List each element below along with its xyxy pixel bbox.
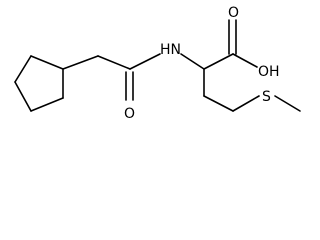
- acyl-chain: [62, 53, 161, 101]
- n-to-alpha-bond: [180, 53, 205, 70]
- side-chain-to-s-bond: [232, 95, 260, 112]
- alpha-to-acid-bond: [203, 53, 234, 70]
- amide-oxygen-label: O: [124, 106, 135, 122]
- acid-carbonyl-oxygen-label: O: [228, 5, 239, 21]
- amino-acid-backbone: [180, 19, 301, 112]
- ring-bond: [14, 81, 32, 112]
- sulfur-label: S: [262, 89, 271, 105]
- side-chain-bond: [203, 95, 234, 112]
- cyclopentane-ring: [14, 55, 64, 112]
- hydroxyl-label: OH: [258, 64, 280, 80]
- ring-bond: [14, 55, 32, 83]
- ring-bond: [30, 97, 64, 112]
- ring-bond: [30, 55, 64, 70]
- acid-to-oh-bond: [232, 53, 258, 68]
- amide-nitrogen-label: HN: [160, 42, 181, 58]
- molecule-drawing: HN O O OH S: [14, 5, 301, 122]
- s-to-methyl-bond: [274, 95, 301, 112]
- structure-diagram: HN O O OH S: [14, 5, 301, 122]
- ch2-to-carbonyl-bond: [97, 55, 131, 70]
- ring-to-ch2-bond: [62, 55, 99, 70]
- carbonyl-to-n-bond: [129, 53, 161, 70]
